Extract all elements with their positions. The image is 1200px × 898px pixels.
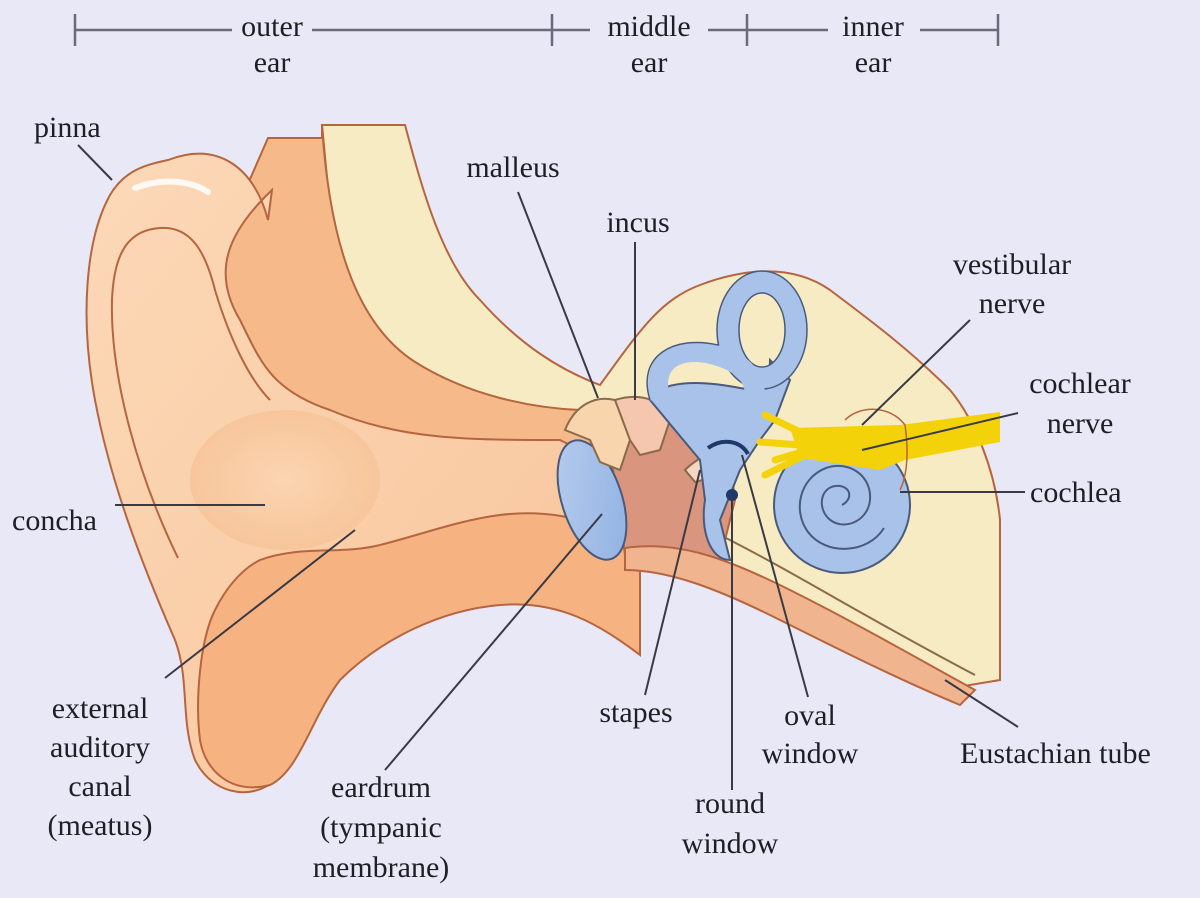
label-concha: concha [12,504,97,537]
leader-malleus [517,191,599,399]
label-external-auditory-canal-line4: (meatus) [48,809,153,842]
superior-semicircular-canal [717,271,807,389]
label-oval-window-line1: oval [784,699,836,732]
labyrinth [646,270,911,574]
labels: pinna concha external auditory canal (me… [12,111,1151,884]
pinna-highlight [132,178,211,195]
vestibule [648,357,792,562]
section-label-middle-line2: ear [631,46,668,79]
label-eardrum-line1: eardrum [331,771,431,804]
label-stapes: stapes [599,696,672,729]
leader-external-auditory-canal [164,529,356,679]
label-cochlear-nerve-line2: nerve [1047,407,1114,440]
label-round-window-line1: round [695,787,765,820]
label-round-window-line2: window [682,827,779,860]
eardrum-shape [556,439,628,561]
label-external-auditory-canal-line3: canal [68,770,131,803]
eustachian-tube-inner [719,534,976,676]
nerve-branch-1 [761,411,804,436]
superior-canal-edge-inner [738,292,786,368]
section-label-outer-line2: ear [254,46,291,79]
label-eardrum-line3: membrane) [313,851,450,884]
nerve-branch-4 [771,444,819,464]
helix-fold [110,226,271,559]
section-label-outer-line1: outer [241,10,303,43]
concha-shape [190,410,380,550]
label-pinna: pinna [34,111,101,144]
posterior-canal-edge [646,341,719,401]
round-window-shape [726,489,738,501]
section-label-middle-line1: middle [607,10,690,43]
leader-cochlear-nerve [861,412,1019,451]
posterior-semicircular-canal [648,342,765,401]
label-vestibular-nerve-line2: nerve [979,287,1046,320]
label-cochlear-nerve-line1: cochlear [1029,367,1131,400]
label-external-auditory-canal-line1: external [52,692,149,725]
label-oval-window-line2: window [762,737,859,770]
leader-eardrum [384,513,603,771]
leader-oval-window [741,454,809,698]
oval-window-shape [706,439,750,456]
label-incus: incus [606,206,669,239]
cochlea-spiral [798,464,885,550]
leader-vestibular-nerve [861,319,971,426]
vestibulocochlear-nerve-trunk [790,412,1000,470]
nerve-branch-2 [756,438,804,449]
section-label-inner-line2: ear [855,46,892,79]
leader-eustachian-tube [944,679,1019,728]
section-brackets: outer ear middle ear inner ear [73,10,1000,79]
nerve-branch-3 [761,451,809,479]
section-label-inner-line1: inner [842,10,904,43]
label-eardrum-line2: (tympanic [320,811,442,844]
eustachian-tube [624,545,977,707]
label-malleus: malleus [466,151,559,184]
leader-stapes [644,469,701,696]
label-vestibular-nerve-line1: vestibular [953,248,1071,281]
nerves [756,408,1000,491]
internal-auditory-meatus [844,408,908,491]
leader-lines [77,144,1025,790]
label-external-auditory-canal-line2: auditory [50,731,150,764]
label-eustachian-tube: Eustachian tube [960,737,1151,770]
label-cochlea: cochlea [1030,476,1122,509]
earlobe-shape [197,512,641,789]
leader-pinna [77,144,113,181]
